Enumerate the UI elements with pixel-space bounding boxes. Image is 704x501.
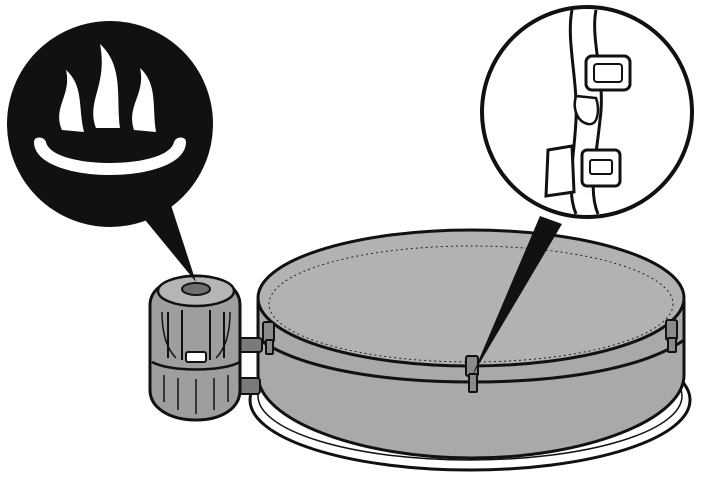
- buckle-right: [665, 319, 678, 353]
- pump-band: [151, 360, 241, 371]
- hot-tub-icon: [256, 228, 686, 460]
- pump-base-ribs: [163, 375, 229, 414]
- heater-icon: [34, 44, 186, 175]
- pump-ribs: [167, 310, 225, 360]
- pump-heater-unit-icon: [148, 274, 263, 422]
- buckle-callout: [480, 5, 694, 219]
- heater-callout: [7, 21, 213, 227]
- buckle-left: [262, 321, 275, 355]
- tub-top: [256, 228, 686, 368]
- pump-control-panel: [181, 282, 211, 296]
- buckle-center: [465, 355, 479, 393]
- pump-handle: [185, 351, 207, 363]
- buckle-callout-pointer: [472, 216, 562, 376]
- buckle-strap-icon: [544, 9, 632, 215]
